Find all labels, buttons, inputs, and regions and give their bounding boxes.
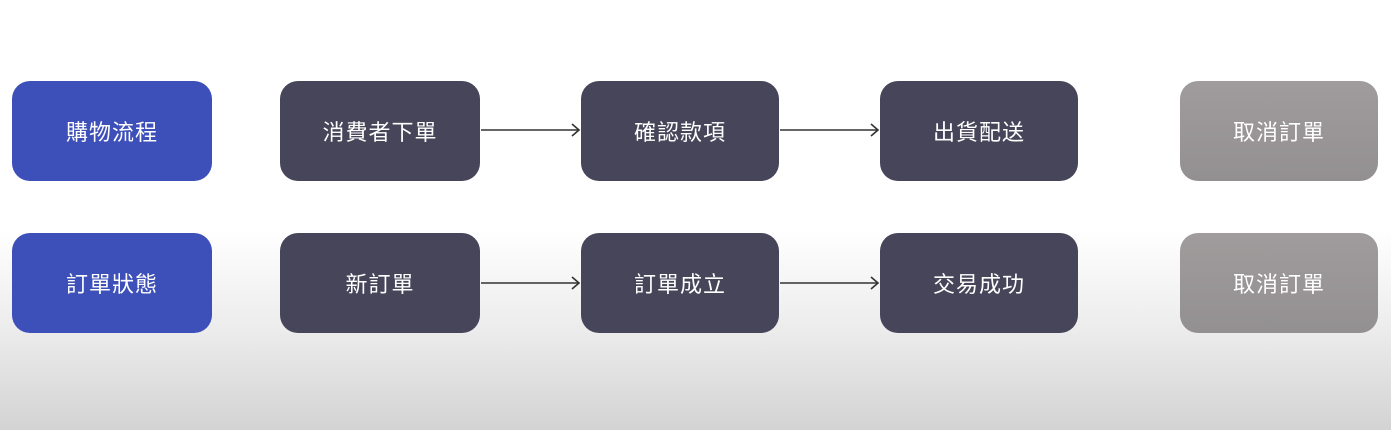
arrow-row2-2: [780, 276, 880, 290]
row-label-order-status: 訂單狀態: [12, 233, 212, 333]
step-shipping: 出貨配送: [880, 81, 1078, 181]
status-order-established: 訂單成立: [581, 233, 779, 333]
arrow-row2-1: [481, 276, 581, 290]
step-consumer-order: 消費者下單: [280, 81, 480, 181]
status-cancel-order: 取消訂單: [1180, 233, 1378, 333]
arrow-row1-2: [780, 123, 880, 137]
step-confirm-payment: 確認款項: [581, 81, 779, 181]
status-transaction-success: 交易成功: [880, 233, 1078, 333]
status-new-order: 新訂單: [280, 233, 480, 333]
arrow-row1-1: [481, 123, 581, 137]
row-label-shopping-flow: 購物流程: [12, 81, 212, 181]
step-cancel-order: 取消訂單: [1180, 81, 1378, 181]
